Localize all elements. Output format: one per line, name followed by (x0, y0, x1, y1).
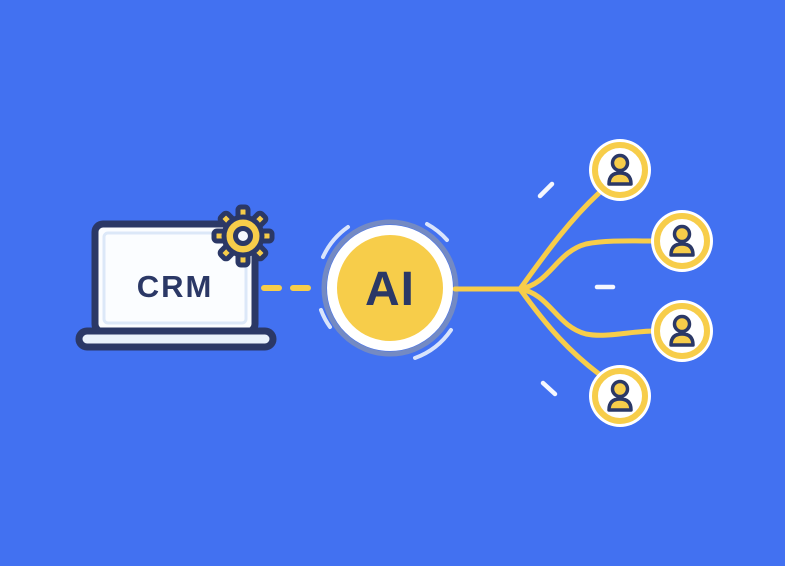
user-node-4 (589, 365, 651, 427)
ai-label: AI (365, 263, 415, 316)
ai-dashed-arcs (319, 222, 453, 360)
motion-dash (540, 380, 558, 397)
ai-circle (327, 225, 453, 351)
user-node-3 (651, 300, 713, 362)
ai-halo-ring (321, 219, 459, 357)
ai-node: AI (319, 219, 459, 360)
motion-dash (537, 181, 555, 199)
motion-dashes (537, 181, 616, 397)
ai-arc-top-right (425, 222, 449, 242)
user-icon (651, 300, 713, 362)
user-node-2 (651, 210, 713, 272)
ai-arc-bottom-left (319, 308, 332, 329)
user-icon (589, 365, 651, 427)
branch-line-top (517, 190, 602, 292)
branch-line-bottom (517, 286, 602, 377)
branch-lines (452, 190, 657, 377)
crm-label: CRM (137, 269, 214, 304)
user-node-1 (589, 139, 651, 201)
branch-line-lower-middle (517, 286, 657, 338)
user-icon (651, 210, 713, 272)
laptop-icon: CRM (75, 220, 277, 351)
gear-icon (211, 204, 275, 268)
ai-arc-top-left (321, 225, 350, 259)
laptop-screen-inner-frame (102, 231, 248, 325)
branch-line-upper-middle (517, 238, 657, 292)
ai-arc-bottom-right (413, 328, 453, 360)
user-icon (589, 139, 651, 201)
laptop-base (75, 327, 277, 351)
gear-hole (233, 226, 253, 246)
